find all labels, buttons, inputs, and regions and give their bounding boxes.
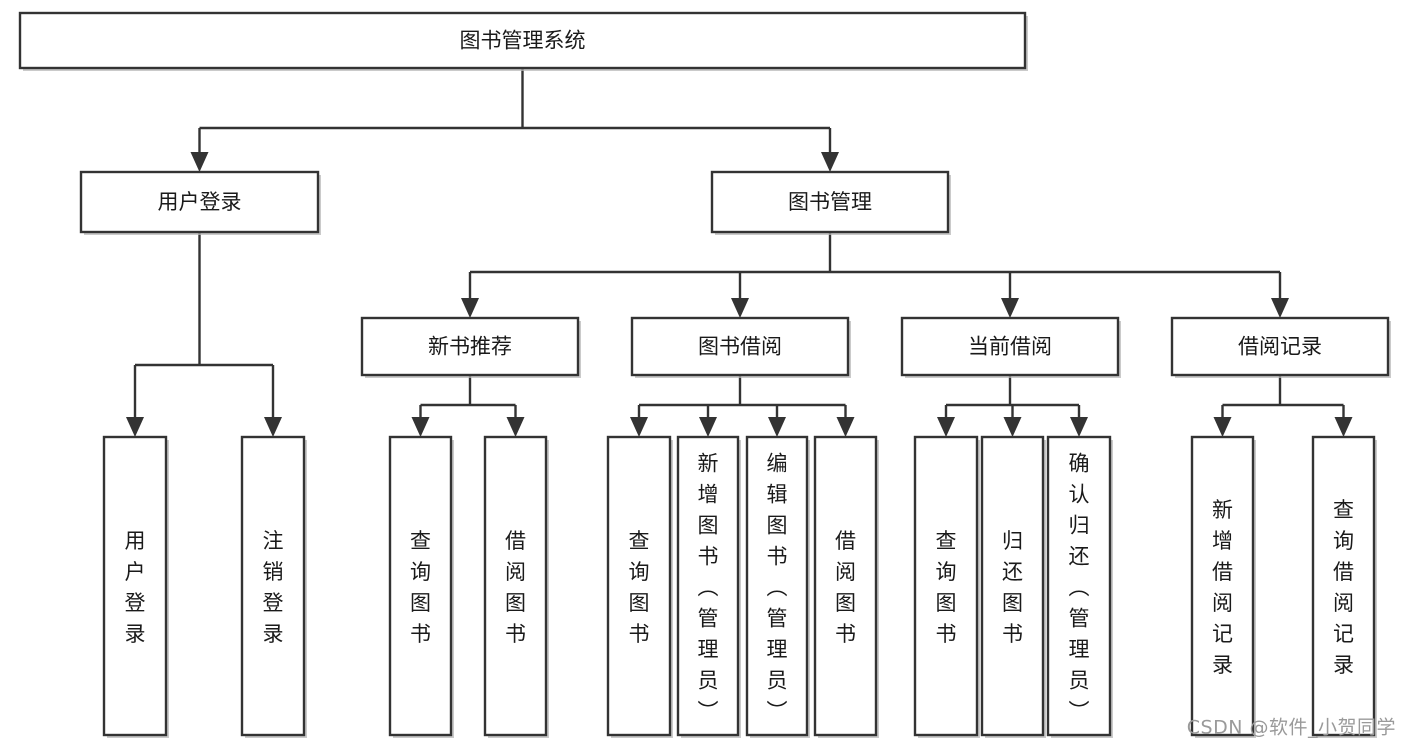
- node-leaf-logout[interactable]: 注销登录: [240, 435, 307, 738]
- arrow-head-icon: [1334, 417, 1353, 437]
- node-leaf-confirm-return-admin[interactable]: 确认归还︵管理员︶: [1046, 435, 1113, 738]
- node-label: 新增借阅记录: [1212, 498, 1233, 677]
- node-label: 当前借阅: [968, 335, 1052, 359]
- node-leaf-add-borrow-record[interactable]: 新增借阅记录: [1190, 435, 1256, 738]
- node-label: 图书管理: [788, 190, 872, 214]
- arrow-head-icon: [836, 417, 855, 437]
- arrow-head-icon: [190, 152, 209, 172]
- arrow-head-icon: [768, 417, 786, 437]
- node-leaf-add-book-admin[interactable]: 新增图书︵管理员︶: [676, 435, 741, 738]
- node-leaf-query-book-current[interactable]: 查询图书: [913, 435, 980, 738]
- node-label: 借阅图书: [835, 529, 856, 646]
- node-label: 新增图书︵管理员︶: [698, 452, 719, 724]
- node-leaf-query-borrow-record[interactable]: 查询借阅记录: [1311, 435, 1377, 738]
- node-label: 用户登录: [125, 529, 146, 646]
- node-leaf-return-book[interactable]: 归还图书: [980, 435, 1046, 738]
- node-borrow-records[interactable]: 借阅记录: [1170, 316, 1391, 378]
- node-leaf-query-book-recommend[interactable]: 查询图书: [388, 435, 454, 738]
- nodes-layer: 图书管理系统用户登录图书管理新书推荐图书借阅当前借阅借阅记录用户登录注销登录查询…: [18, 11, 1391, 738]
- node-label: 确认归还︵管理员︶: [1069, 452, 1090, 724]
- arrow-head-icon: [461, 298, 479, 318]
- node-label: 查询借阅记录: [1333, 498, 1354, 677]
- node-label: 图书借阅: [698, 335, 782, 359]
- arrow-head-icon: [1271, 298, 1289, 318]
- arrow-head-icon: [126, 417, 144, 437]
- node-label: 注销登录: [263, 529, 284, 646]
- node-label: 借阅图书: [505, 529, 526, 646]
- node-label: 查询图书: [410, 529, 431, 646]
- node-leaf-user-login[interactable]: 用户登录: [102, 435, 169, 738]
- node-current-borrow[interactable]: 当前借阅: [900, 316, 1121, 378]
- arrow-head-icon: [937, 417, 955, 437]
- node-user-login[interactable]: 用户登录: [79, 170, 321, 235]
- node-leaf-edit-book-admin[interactable]: 编辑图书︵管理员︶: [745, 435, 810, 738]
- arrow-head-icon: [630, 417, 648, 437]
- node-leaf-borrow-book[interactable]: 借阅图书: [813, 435, 879, 738]
- arrow-head-icon: [731, 298, 749, 318]
- node-label: 新书推荐: [428, 335, 512, 359]
- node-root[interactable]: 图书管理系统: [18, 11, 1028, 71]
- node-label: 查询图书: [936, 529, 957, 646]
- arrow-head-icon: [1213, 417, 1232, 437]
- arrow-head-icon: [506, 417, 525, 437]
- node-label: 归还图书: [1002, 529, 1023, 646]
- node-label: 图书管理系统: [460, 29, 586, 53]
- arrow-head-icon: [821, 152, 839, 172]
- connectors-layer: [126, 68, 1353, 437]
- arrow-head-icon: [1003, 417, 1022, 437]
- arrow-head-icon: [411, 417, 430, 437]
- csdn-watermark: CSDN @软件_小贺同学: [1187, 717, 1396, 739]
- arrow-head-icon: [1001, 298, 1019, 318]
- node-new-book-recommend[interactable]: 新书推荐: [360, 316, 581, 378]
- arrow-head-icon: [1070, 417, 1088, 437]
- arrow-head-icon: [264, 417, 282, 437]
- node-label: 借阅记录: [1238, 335, 1322, 359]
- node-leaf-borrow-book-recommend[interactable]: 借阅图书: [483, 435, 549, 738]
- node-book-borrow[interactable]: 图书借阅: [630, 316, 851, 378]
- node-leaf-query-book-borrow[interactable]: 查询图书: [606, 435, 673, 738]
- arrow-head-icon: [699, 417, 717, 437]
- node-book-management[interactable]: 图书管理: [710, 170, 951, 235]
- node-label: 查询图书: [629, 529, 650, 646]
- node-label: 用户登录: [158, 190, 242, 214]
- node-label: 编辑图书︵管理员︶: [767, 452, 788, 724]
